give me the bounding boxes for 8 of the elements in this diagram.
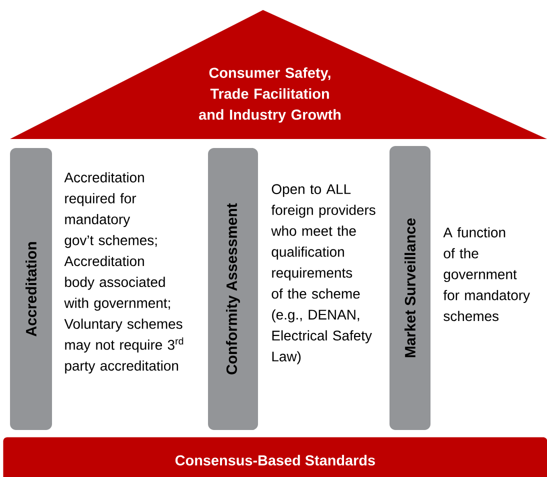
pillar: Market Surveillance [390, 146, 430, 430]
base-bar: Consensus-Based Standards [3, 437, 547, 477]
roof-triangle: Consumer Safety, Trade Facilitation and Industry Growth [10, 10, 547, 139]
description-text: Open to ALL foreign providers who meet the qualification requirements of the scheme (e.g., DENAN, Electrical Safety Law) [271, 184, 376, 364]
description-text: Accreditation required for mandatory gov’t schemes; Accreditation body associated with government; Voluntary schemes may not require 3$^{rd}$ party accreditation [64, 172, 184, 374]
pillar: Accreditation [10, 148, 52, 430]
pillar: Conformity Assessment [208, 148, 258, 430]
description-text: A function of the government for mandatory schemes [443, 227, 530, 322]
